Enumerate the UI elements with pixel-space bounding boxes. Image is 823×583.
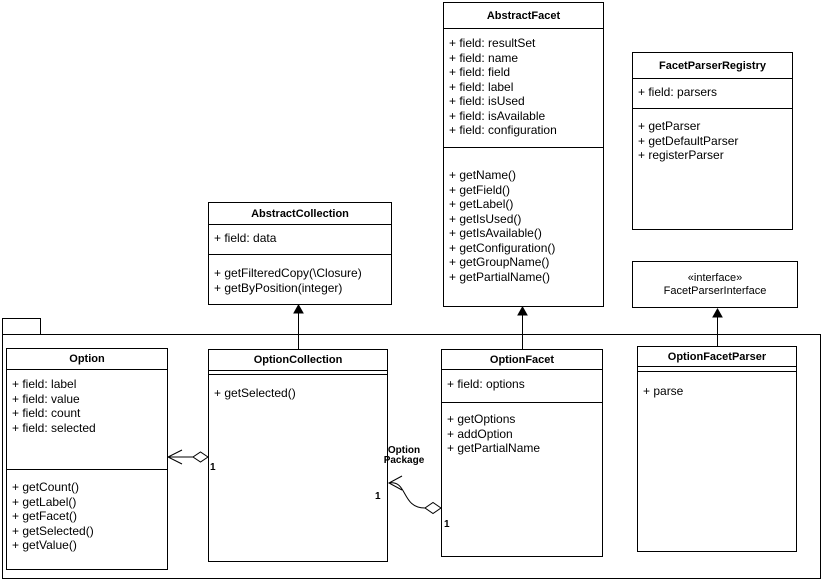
class-fields-section: + field: options (442, 369, 602, 402)
class-methods-section: + getOptions+ addOption+ getPartialName (442, 402, 602, 556)
class-title: Option (69, 353, 105, 365)
member-line: + field: isAvailable (449, 108, 546, 123)
class-title: AbstractCollection (251, 207, 349, 220)
member-line: + field: data (214, 231, 277, 245)
class-title: OptionFacet (489, 353, 555, 366)
class-methods-section: + getFilteredCopy(\Closure)+ getByPositi… (209, 254, 391, 304)
member-line: + getDefaultParser (638, 133, 739, 148)
member-line: + getSelected() (214, 386, 296, 400)
member-line: + field: configuration (449, 123, 557, 137)
package-body (2, 334, 821, 579)
member-line: + getIsUsed() (449, 211, 522, 226)
member-line: + getConfiguration() (449, 240, 556, 255)
class-methods-section: + getName()+ getField()+ getLabel()+ get… (444, 147, 603, 306)
member-line: + field: name (449, 50, 519, 65)
member-line: + parse (643, 384, 684, 398)
class-title: FacetParserInterface (663, 284, 767, 297)
class-abstract-collection: AbstractCollection + field: data + getFi… (208, 202, 392, 305)
class-option-collection: OptionCollection + getSelected() (208, 349, 388, 562)
class-fields-section: + field: parsers (633, 78, 792, 108)
class-title: FacetParserRegistry (658, 59, 766, 72)
member-line: + getParser (638, 119, 701, 133)
member-line: + getName() (449, 168, 517, 182)
member-line: + getField() (449, 182, 511, 197)
member-line: + getCount() (12, 480, 80, 494)
class-option: Option + field: label+ field: value+ fie… (6, 348, 168, 570)
member-line: + field: value (12, 391, 80, 406)
class-fields-section (209, 370, 387, 374)
member-line: + getFacet() (12, 509, 78, 523)
member-line: + field: selected (12, 420, 96, 435)
class-fields-section: + field: data (209, 224, 391, 254)
member-line: + getLabel() (12, 494, 77, 509)
member-line: + getIsAvailable() (449, 226, 542, 240)
member-line: + field: isUsed (449, 94, 525, 108)
class-methods-section: + getCount()+ getLabel()+ getFacet()+ ge… (7, 469, 167, 569)
member-line: + field: label (12, 377, 77, 391)
class-facet-parser-registry: FacetParserRegistry + field: parsers + g… (632, 52, 793, 230)
interface-stereotype: «interface» (687, 271, 743, 284)
multiplicity-label: 1 (375, 491, 381, 502)
member-line: + field: label (449, 79, 514, 94)
member-line: + getPartialName() (449, 269, 551, 284)
class-facet-parser-interface: «interface» FacetParserInterface (632, 261, 798, 308)
member-line: + field: count (12, 406, 81, 420)
member-line: + field: parsers (638, 85, 718, 99)
multiplicity-label: 1 (210, 462, 216, 473)
member-line: + getGroupName() (449, 255, 550, 269)
class-methods-section: + parse (638, 371, 796, 551)
member-line: + field: field (449, 65, 511, 79)
member-line: + registerParser (638, 148, 724, 162)
edge-label-option-package: Option Package (379, 446, 429, 465)
member-line: + getOptions (447, 412, 516, 426)
member-line: + getLabel() (449, 197, 514, 211)
class-abstract-facet: AbstractFacet + field: resultSet+ field:… (443, 2, 604, 307)
class-title: OptionCollection (253, 354, 343, 366)
member-line: + getPartialName (447, 441, 541, 455)
member-line: + getSelected() (12, 523, 94, 538)
class-fields-section: + field: resultSet+ field: name+ field: … (444, 28, 603, 147)
class-option-facet-parser: OptionFacetParser + parse (637, 346, 797, 552)
member-line: + field: options (447, 377, 525, 391)
member-line: + getValue() (12, 538, 77, 552)
member-line: + addOption (447, 426, 513, 441)
class-methods-section: + getParser+ getDefaultParser+ registerP… (633, 108, 792, 229)
class-title: OptionFacetParser (667, 350, 767, 363)
package-tab (2, 318, 41, 335)
multiplicity-label: 1 (444, 519, 450, 530)
edge-label-line: Package (383, 454, 425, 466)
member-line: + getFilteredCopy(\Closure) (214, 266, 362, 280)
class-option-facet: OptionFacet + field: options + getOption… (441, 349, 603, 557)
member-line: + getByPosition(integer) (214, 280, 343, 295)
class-fields-section: + field: label+ field: value+ field: cou… (7, 369, 167, 469)
class-methods-section: + getSelected() (209, 374, 387, 561)
edge-label-line: Option (387, 445, 421, 456)
class-fields-section (638, 366, 796, 371)
class-title: AbstractFacet (486, 9, 561, 22)
member-line: + field: resultSet (449, 36, 536, 50)
